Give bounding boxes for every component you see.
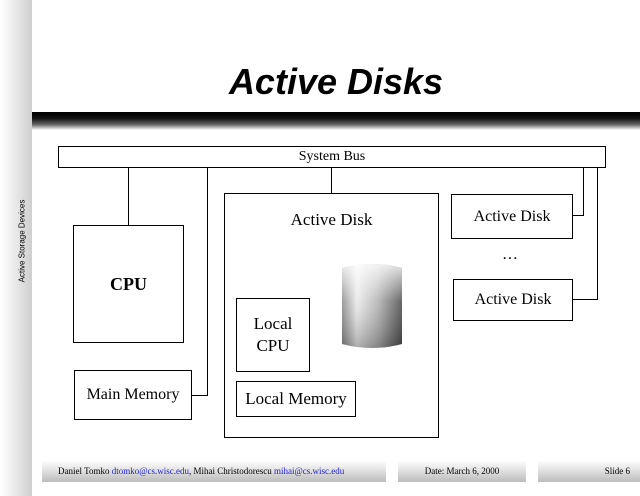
footer-date: Date: March 6, 2000 xyxy=(398,460,526,482)
footer-date-text: Date: March 6, 2000 xyxy=(424,466,500,476)
memory-bus-connector xyxy=(207,168,208,396)
ellipsis: … xyxy=(502,246,518,263)
active-disk-1-box: Active Disk xyxy=(451,194,573,239)
system-bus-label: System Bus xyxy=(298,149,366,164)
cpu-bus-connector xyxy=(128,168,129,225)
system-bus: System Bus xyxy=(58,146,606,168)
active-disk-1-label: Active Disk xyxy=(473,207,551,225)
local-memory-box: Local Memory xyxy=(236,381,356,417)
footer-email1[interactable]: dtomko@cs.wisc.edu xyxy=(111,466,189,476)
footer-authors: Daniel Tomko dtomko@cs.wisc.edu, Mihai C… xyxy=(42,460,386,482)
active-disk-container: Active Disk Local CPU xyxy=(224,193,439,438)
local-cpu-box: Local CPU xyxy=(236,298,310,372)
footer-slide-number: Slide 6 xyxy=(538,460,640,482)
active-disk-bus-connector xyxy=(331,168,332,193)
footer-email2[interactable]: mihai@cs.wisc.edu xyxy=(273,466,345,476)
left-sidebar xyxy=(0,0,32,496)
sidebar-label: Active Storage Devices xyxy=(17,199,27,283)
disk2-bus-connector-h xyxy=(572,299,598,300)
main-memory-box: Main Memory xyxy=(74,370,192,420)
local-cpu-label: Local CPU xyxy=(253,314,293,355)
local-memory-label: Local Memory xyxy=(245,389,347,408)
active-disk-title: Active Disk xyxy=(290,210,373,229)
footer-author1: Daniel Tomko xyxy=(58,466,110,476)
title-underline-bar xyxy=(32,112,640,130)
cpu-box: CPU xyxy=(73,225,184,343)
cpu-label: CPU xyxy=(110,273,147,294)
footer-author2: , Mihai Christodorescu xyxy=(188,466,272,476)
active-disk-2-box: Active Disk xyxy=(453,279,573,321)
footer-slide-text: Slide 6 xyxy=(604,466,630,476)
disk-cylinder-icon xyxy=(342,260,402,352)
disk2-bus-connector-v xyxy=(597,168,598,300)
main-memory-label: Main Memory xyxy=(86,386,180,403)
disk1-bus-connector-v xyxy=(583,168,584,216)
active-disk-2-label: Active Disk xyxy=(474,291,552,308)
memory-bus-connector-h xyxy=(191,395,208,396)
slide-title: Active Disks xyxy=(228,61,444,102)
disk1-bus-connector-h xyxy=(572,215,584,216)
